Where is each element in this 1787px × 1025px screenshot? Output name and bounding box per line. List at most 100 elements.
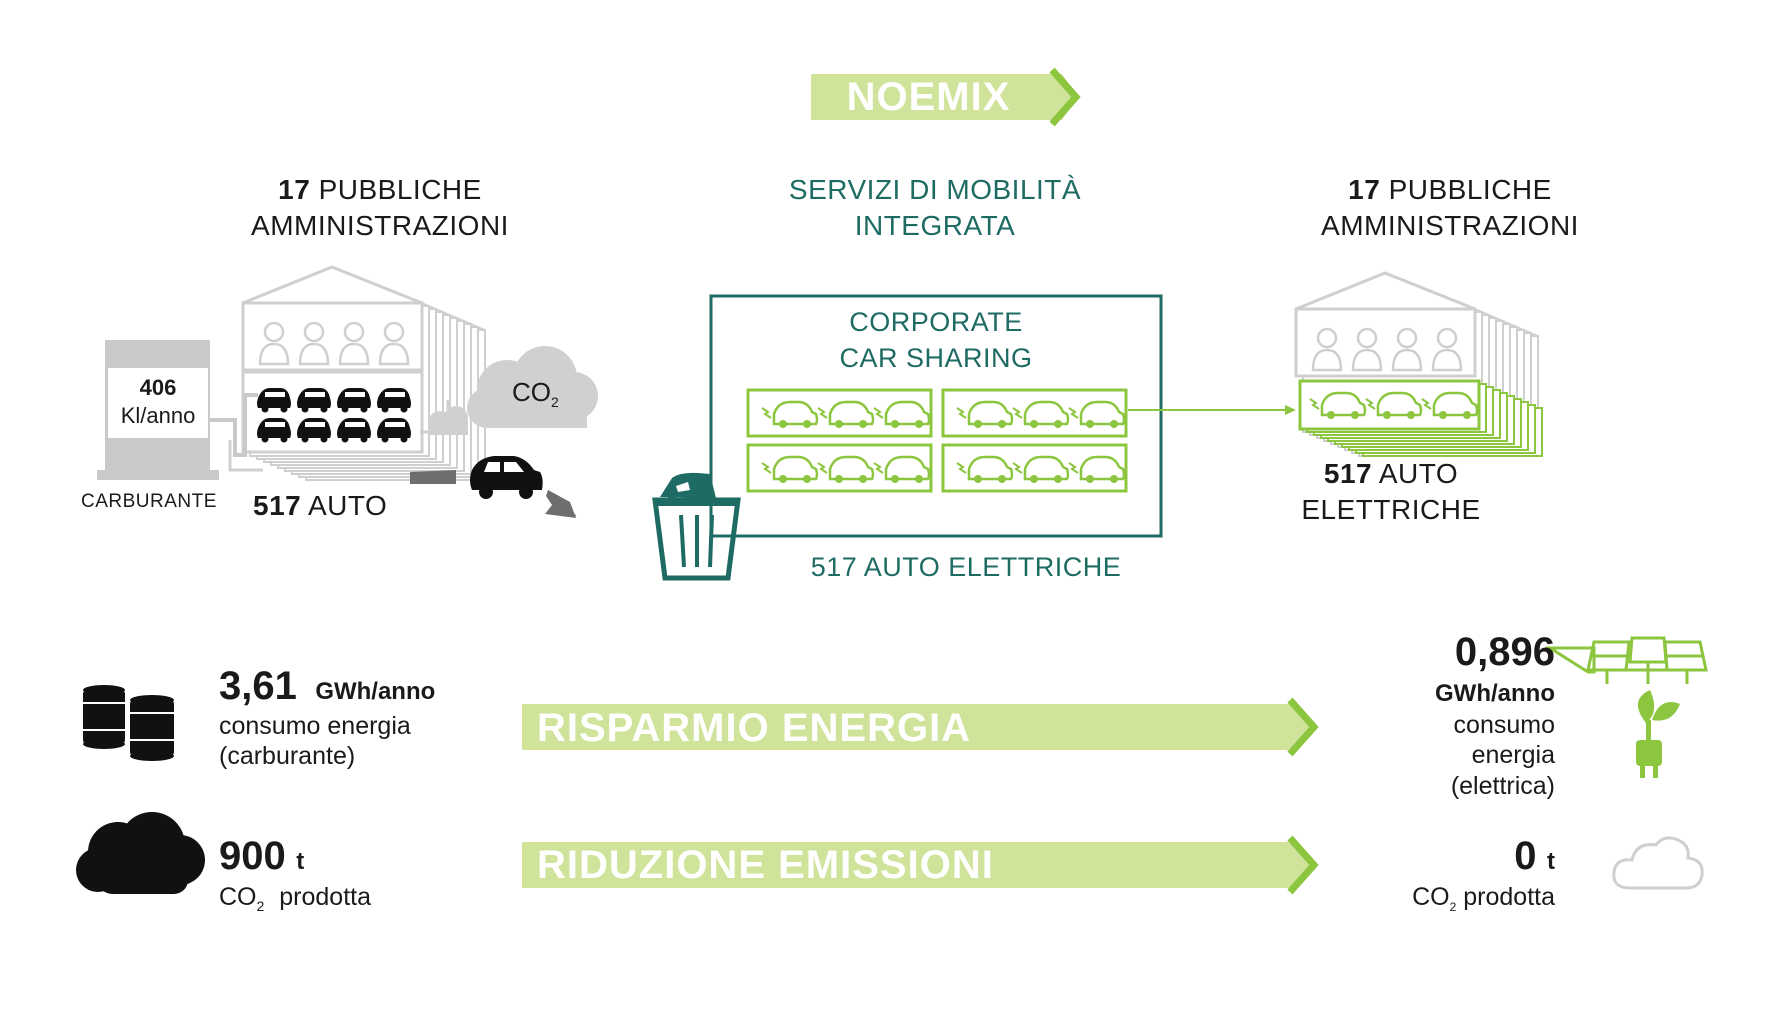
energy-left-desc2: (carburante) bbox=[219, 742, 356, 770]
co2-cloud-gray bbox=[428, 346, 598, 435]
emissions-arrow-label: RIDUZIONE EMISSIONI bbox=[537, 843, 994, 887]
solar-panels-icon bbox=[1544, 636, 1708, 684]
ev-plug bbox=[1068, 462, 1079, 474]
right-cars-word: AUTO bbox=[1378, 458, 1459, 489]
person-icon bbox=[298, 342, 330, 366]
energy-arrow-label: RISPARMIO ENERGIA bbox=[537, 706, 972, 750]
ev-grid-center bbox=[746, 388, 1128, 493]
emissions-left-word: prodotta bbox=[279, 883, 371, 911]
emissions-left-unit: t bbox=[296, 848, 305, 875]
ev-wheel bbox=[1407, 411, 1415, 419]
emissions-left-co2-sub: 2 bbox=[256, 898, 265, 914]
emissions-arrow bbox=[522, 835, 1319, 895]
person-icon bbox=[338, 342, 370, 366]
ev-wheel bbox=[803, 420, 811, 428]
ev-wheel bbox=[859, 420, 867, 428]
car-wheel bbox=[301, 435, 309, 443]
left-building-stack bbox=[241, 265, 486, 481]
emissions-left-value-row: 900 t bbox=[219, 834, 304, 879]
ev-car-icon bbox=[1023, 400, 1070, 426]
car-window bbox=[305, 392, 325, 397]
ev-car-icon bbox=[1079, 400, 1126, 426]
emissions-right-co2: CO bbox=[1412, 883, 1450, 911]
right-cars-line1: 517 AUTO bbox=[1291, 458, 1491, 490]
ev-wheel bbox=[835, 420, 843, 428]
ev-plug bbox=[873, 462, 884, 474]
right-cars-line2: ELETTRICHE bbox=[1301, 494, 1481, 525]
person-icon bbox=[1316, 327, 1338, 349]
ev-wheel bbox=[1110, 420, 1118, 428]
energy-left-value-row: 3,61 GWh/anno bbox=[219, 664, 435, 709]
car-wheel bbox=[360, 405, 368, 413]
left-title-line1: 17 PUBBLICHE bbox=[200, 174, 560, 206]
car-wheel bbox=[301, 405, 309, 413]
car-wheel bbox=[320, 405, 328, 413]
connector-arrow-right bbox=[1128, 405, 1296, 415]
ev-car-icon bbox=[1079, 455, 1126, 481]
emissions-right-co2-sub: 2 bbox=[1449, 900, 1457, 914]
ev-wheel bbox=[1030, 420, 1038, 428]
emissions-left-desc: CO2 prodotta bbox=[219, 882, 371, 921]
trash-bin-icon bbox=[652, 472, 741, 581]
ev-wheel bbox=[1351, 411, 1359, 419]
car-wheel bbox=[280, 405, 288, 413]
person-icon bbox=[303, 321, 325, 343]
right-count: 17 bbox=[1348, 174, 1381, 205]
box-title-line2: CAR SHARING bbox=[839, 343, 1033, 373]
ev-wheel bbox=[1054, 475, 1062, 483]
ev-car-icon bbox=[884, 455, 931, 481]
car-window bbox=[385, 392, 405, 397]
ev-wheel bbox=[1439, 411, 1447, 419]
energy-right-value: 0,896 bbox=[1454, 630, 1555, 674]
ev-car-icon bbox=[772, 400, 819, 426]
ev-plug bbox=[1421, 398, 1432, 410]
ev-plug bbox=[1012, 462, 1023, 474]
car-wheel bbox=[381, 405, 389, 413]
ev-plug bbox=[761, 407, 772, 419]
people-icons-right bbox=[1311, 327, 1463, 372]
energy-left-value: 3,61 bbox=[219, 664, 297, 708]
person-icon bbox=[258, 342, 290, 366]
ev-plug bbox=[817, 462, 828, 474]
ev-car-icon bbox=[1376, 391, 1423, 417]
person-icon bbox=[1356, 327, 1378, 349]
car-wheel bbox=[400, 405, 408, 413]
ev-wheel bbox=[1086, 475, 1094, 483]
ev-car-icon bbox=[1320, 391, 1367, 417]
ev-wheel bbox=[779, 420, 787, 428]
ev-car-icon bbox=[967, 400, 1014, 426]
oil-barrels-icon bbox=[83, 685, 174, 761]
energy-left-desc1: consumo energia bbox=[219, 712, 411, 740]
ev-plug bbox=[817, 407, 828, 419]
car-wheel bbox=[280, 435, 288, 443]
ev-wheel bbox=[915, 475, 923, 483]
person-icon bbox=[383, 321, 405, 343]
left-cars-label: 517 AUTO bbox=[253, 490, 387, 522]
ev-wheel bbox=[974, 475, 982, 483]
car-sharing-box bbox=[709, 294, 1163, 538]
ev-wheel bbox=[1030, 475, 1038, 483]
ev-plug bbox=[1068, 407, 1079, 419]
ev-cell bbox=[941, 388, 1128, 438]
person-icon bbox=[343, 321, 365, 343]
emissions-left-value: 900 bbox=[219, 834, 286, 878]
right-title-line1: 17 PUBBLICHE bbox=[1270, 174, 1630, 206]
left-title-word: PUBBLICHE bbox=[318, 174, 482, 205]
car-wheel bbox=[360, 435, 368, 443]
ev-plug bbox=[761, 462, 772, 474]
car-wheel bbox=[261, 435, 269, 443]
ev-wheel bbox=[998, 475, 1006, 483]
ev-wheel bbox=[915, 420, 923, 428]
ev-car-icon bbox=[828, 455, 875, 481]
left-count: 17 bbox=[278, 174, 311, 205]
car-wheel bbox=[400, 435, 408, 443]
ev-plug bbox=[956, 407, 967, 419]
ev-wheel bbox=[1110, 475, 1118, 483]
emissions-right-value: 0 bbox=[1514, 834, 1537, 878]
ev-wheel bbox=[998, 420, 1006, 428]
banner-title: NOEMIX bbox=[846, 75, 1011, 119]
center-title-line1: SERVIZI DI MOBILITÀ bbox=[788, 174, 1082, 205]
ev-wheel bbox=[835, 475, 843, 483]
